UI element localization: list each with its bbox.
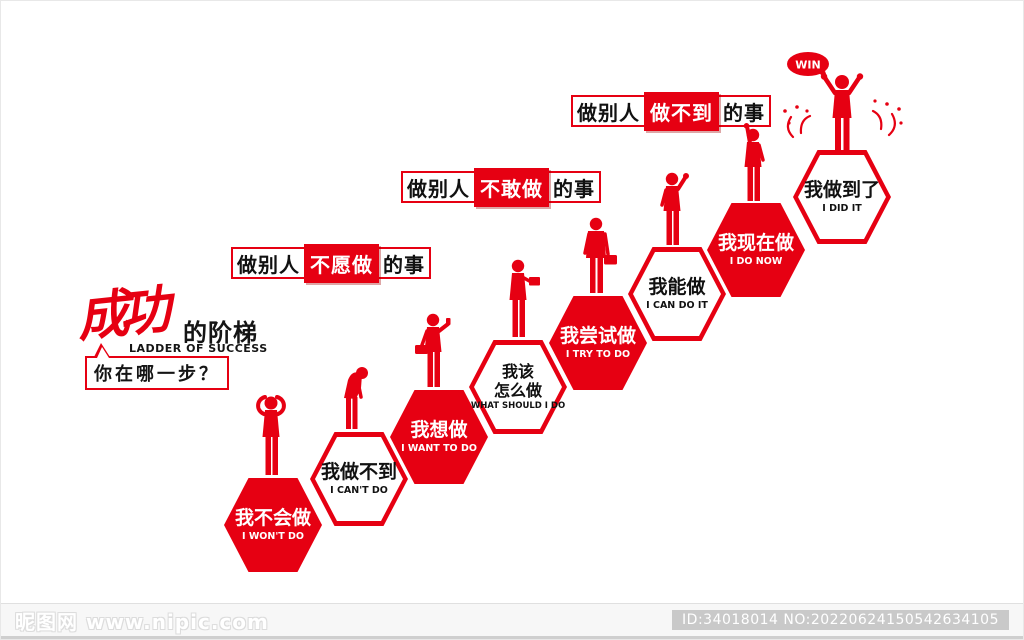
speech-tail-fill-icon — [97, 347, 109, 358]
step-zh: 怎么做 — [493, 381, 542, 400]
banner-prefix: 做别人 — [237, 252, 300, 277]
man-arm-raised-icon — [725, 123, 781, 203]
step-zh: 我该 — [501, 361, 534, 381]
step-en: I TRY TO DO — [565, 348, 631, 360]
step-en: I WANT TO DO — [401, 442, 477, 454]
step-zh: 我想做 — [410, 419, 468, 442]
banner-highlight: 不敢做 — [474, 167, 549, 207]
win-bubble — [787, 52, 829, 76]
step-hexagon-7: 我现在做 I DO NOW — [707, 203, 805, 297]
man-slumped-icon — [325, 358, 381, 432]
watermark-text: 昵图网 www.nipic.com — [15, 606, 269, 635]
step-zh: 我做到了 — [803, 179, 880, 202]
footer-bar: 昵图网 www.nipic.com ID:34018014 NO:2022062… — [1, 603, 1023, 639]
man-briefcase-phone-icon — [405, 312, 461, 390]
fireworks-right-dots-icon — [873, 99, 903, 125]
step-en: I DO NOW — [729, 255, 783, 267]
step-hexagon-4: 我该 怎么做 WHAT SHOULD I DO — [469, 340, 567, 434]
man-reading-icon — [491, 258, 547, 340]
hexagon-inner — [798, 155, 886, 239]
man-standing-briefcase-icon — [569, 216, 625, 296]
step-hexagon-8: 我做到了 I DID IT — [793, 150, 891, 244]
step-en: I CAN DO IT — [646, 299, 708, 311]
banner-2: 做别人 不敢做 的事 — [401, 167, 601, 207]
hexagon-shape — [390, 390, 488, 484]
fireworks-left-dots-icon — [783, 105, 809, 125]
banner-suffix: 的事 — [383, 252, 425, 277]
fireworks-left-icon — [786, 114, 812, 139]
step-en: I CAN'T DO — [330, 484, 388, 496]
step-zh: 我做不到 — [320, 461, 397, 484]
hexagon-inner — [633, 252, 721, 336]
win-bubble-text: WIN — [795, 59, 820, 72]
banner-suffix: 的事 — [723, 100, 765, 125]
title-english: LADDER OF SUCCESS — [129, 342, 268, 355]
step-hexagon-3: 我想做 I WANT TO DO — [390, 390, 488, 484]
id-badge: ID:34018014 NO:20220624150542634105 — [672, 610, 1009, 630]
watermark-site-zh: 昵图网 — [15, 609, 78, 634]
step-zh: 我尝试做 — [559, 325, 636, 348]
banner-1: 做别人 不愿做 的事 — [231, 243, 431, 283]
question-box: 你在哪一步？ — [85, 356, 229, 390]
step-en: WHAT SHOULD I DO — [470, 401, 566, 412]
step-en: I WON'T DO — [241, 530, 304, 542]
banner-prefix: 做别人 — [577, 100, 640, 125]
step-en: I DID IT — [822, 202, 862, 214]
banner-highlight: 不愿做 — [304, 243, 379, 283]
banner-suffix: 的事 — [553, 176, 595, 201]
title-suffix: 的阶梯 — [183, 319, 258, 347]
banner-3: 做别人 做不到 的事 — [571, 91, 771, 131]
man-celebrating-win-icon: WIN — [777, 49, 907, 151]
step-hexagon-1: 我不会做 I WON'T DO — [224, 478, 322, 572]
title-script-word: 成功 — [73, 279, 164, 350]
man-fist-raised-icon — [645, 169, 701, 247]
banner-highlight: 做不到 — [644, 91, 719, 131]
step-zh: 我不会做 — [234, 507, 311, 530]
step-hexagon-5: 我尝试做 I TRY TO DO — [549, 296, 647, 390]
fireworks-right-icon — [871, 109, 896, 137]
watermark-site-url: www.nipic.com — [85, 609, 269, 634]
step-hexagon-2: 我做不到 I CAN'T DO — [310, 432, 408, 526]
man-hands-on-head-icon — [243, 394, 299, 478]
step-hexagon-6: 我能做 I CAN DO IT — [628, 247, 726, 341]
banner-prefix: 做别人 — [407, 176, 470, 201]
step-zh: 我能做 — [648, 276, 706, 299]
step-zh: 我现在做 — [717, 232, 794, 255]
